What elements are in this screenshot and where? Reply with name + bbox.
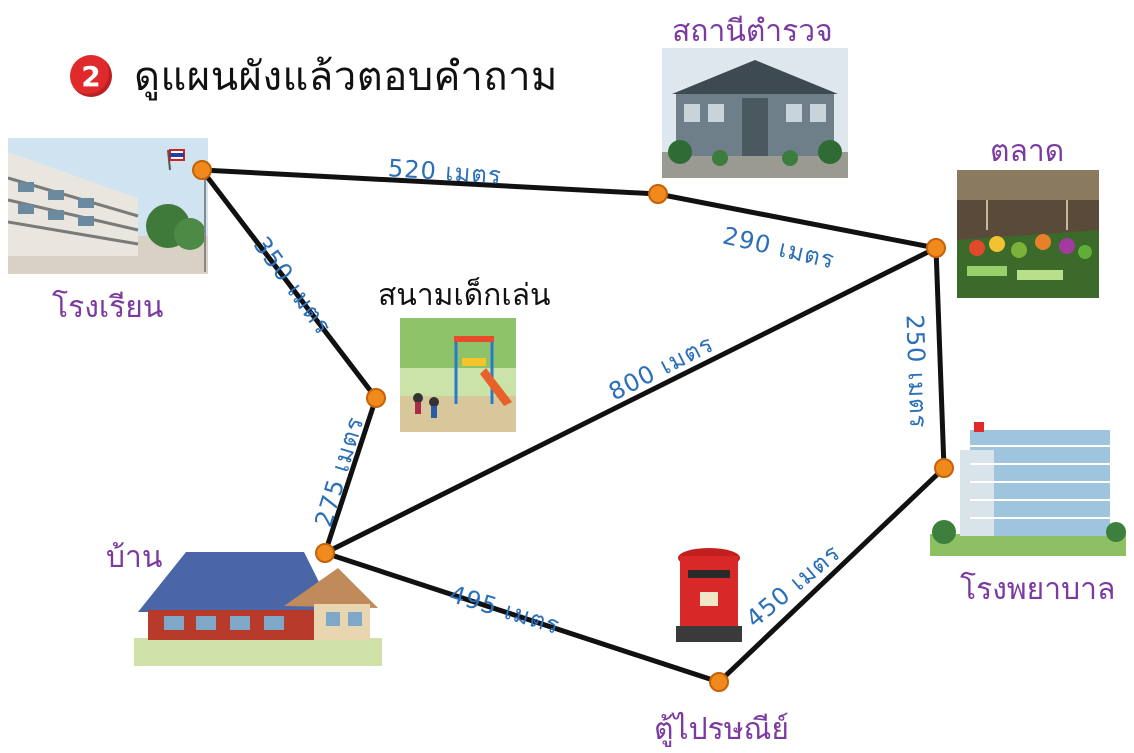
market-picture bbox=[957, 170, 1099, 298]
route-playground-home bbox=[322, 395, 379, 556]
node-hospital bbox=[934, 458, 954, 478]
police-station-picture bbox=[662, 48, 848, 178]
exercise-header: 2 ดูแผนผังแล้วตอบคำถาม bbox=[70, 44, 558, 108]
label-home: บ้าน bbox=[106, 540, 163, 575]
route-market-hospital bbox=[933, 245, 947, 471]
route-school-police bbox=[199, 167, 661, 197]
node-postbox bbox=[709, 672, 729, 692]
route-home-market bbox=[322, 245, 939, 556]
label-hospital: โรงพยาบาล bbox=[960, 572, 1116, 607]
label-police-station: สถานีตำรวจ bbox=[672, 14, 833, 49]
route-postbox-hospital bbox=[716, 465, 947, 685]
node-school bbox=[192, 160, 212, 180]
flag bbox=[167, 149, 185, 171]
label-market: ตลาด bbox=[990, 134, 1065, 169]
route-police-market bbox=[655, 191, 939, 251]
route-home-postbox bbox=[322, 550, 722, 685]
distance-school-police: 520 เมตร bbox=[387, 154, 503, 190]
playground-picture bbox=[400, 318, 516, 432]
exercise-title: ดูแผนผังแล้วตอบคำถาม bbox=[134, 54, 558, 100]
postbox-picture bbox=[676, 548, 742, 642]
home-picture bbox=[134, 540, 382, 666]
node-home bbox=[315, 543, 335, 563]
label-school: โรงเรียน bbox=[52, 290, 164, 325]
hospital-picture bbox=[930, 420, 1126, 556]
node-market bbox=[926, 238, 946, 258]
node-playground bbox=[366, 388, 386, 408]
route-school-playground bbox=[199, 167, 379, 401]
distance-market-hospital: 250 เมตร bbox=[900, 314, 933, 429]
label-playground: สนามเด็กเล่น bbox=[378, 278, 551, 313]
node-police bbox=[648, 184, 668, 204]
label-postbox: ตู้ไปรษณีย์ bbox=[654, 712, 789, 747]
exercise-number-badge: 2 bbox=[70, 55, 112, 97]
